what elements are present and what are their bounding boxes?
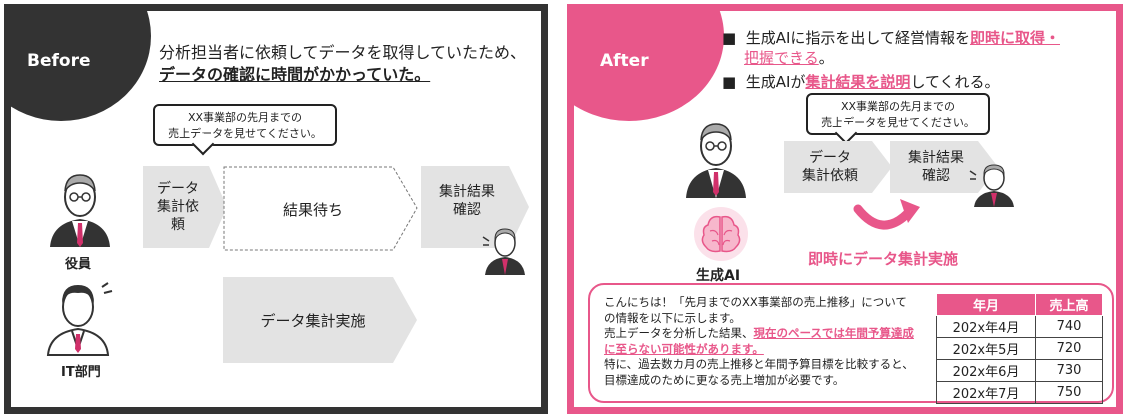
after-step-confirm: 集計結果 確認 xyxy=(890,141,982,193)
businessman-icon xyxy=(686,123,746,198)
response-p2-highlight: 現在のペースでは年間予算達成に至らない可能性があります。 xyxy=(604,326,914,356)
bubble-text-2: 売上データを見せてください。 xyxy=(168,127,322,140)
table-row: 202x年5月 720 xyxy=(936,337,1103,360)
cell-month: 202x年5月 xyxy=(936,337,1036,360)
after-step-request-line2: 集計依頼 xyxy=(802,168,858,184)
cell-sales: 720 xyxy=(1035,337,1103,360)
businessman-small-icon xyxy=(482,228,525,275)
bullet-mark-2: ■ xyxy=(722,73,737,91)
instant-label: 即時にデータ集計実施 xyxy=(808,250,959,268)
after-bullet-2: ■ 生成AIが集計結果を説明してくれる。 xyxy=(722,71,1000,92)
role-exec-label: 役員 xyxy=(65,257,92,272)
header-month: 年月 xyxy=(936,293,1036,316)
response-p1: こんにちは！「先月までのXX事業部の売上推移」について の情報を以下に示します。 xyxy=(604,295,907,325)
cell-sales: 730 xyxy=(1035,359,1103,382)
after-panel: After ■ 生成AIに指示を出して経営情報を即時に取得・ 把握できる。 ■ … xyxy=(567,4,1123,414)
step-request: データ 集計依 頼 xyxy=(143,166,213,248)
bullet1-text: 生成AIに指示を出して経営情報を xyxy=(745,29,970,47)
bullet1-highlight-2: 把握できる xyxy=(744,49,819,67)
bullet2-highlight: 集計結果を説明 xyxy=(805,73,911,91)
bullet1-highlight: 即時に取得・ xyxy=(969,29,1060,47)
table-row: 202x年4月 740 xyxy=(936,315,1103,338)
step-confirm-line1: 集計結果 xyxy=(439,184,495,200)
before-speech-bubble: XX事業部の先月までの 売上データを見せてください。 xyxy=(153,104,337,156)
response-p3: 特に、過去数カ月の売上推移と年間予算目標を比較すると、目標達成のために更なる売上… xyxy=(604,357,914,387)
role-it-label: IT部門 xyxy=(61,365,101,380)
cell-month: 202x年7月 xyxy=(936,381,1036,404)
step-wait: 結果待ち xyxy=(282,200,343,219)
cell-month: 202x年4月 xyxy=(936,315,1036,338)
after-speech-bubble: XX事業部の先月までの 売上データを見せてください。 xyxy=(806,93,990,145)
ai-response-card: こんにちは！「先月までのXX事業部の売上推移」について の情報を以下に示します。… xyxy=(588,283,1114,404)
ai-response-text: こんにちは！「先月までのXX事業部の売上推移」について の情報を以下に示します。… xyxy=(604,295,914,388)
step-request-line2: 集計依 xyxy=(157,199,199,215)
before-headline-2: データの確認に時間がかかっていた。 xyxy=(159,65,431,84)
brain-icon xyxy=(694,207,748,261)
ai-label: 生成AI xyxy=(696,268,741,284)
step-confirm-line2: 確認 xyxy=(453,202,481,218)
step-request-line3: 頼 xyxy=(171,217,185,233)
before-panel: Before 分析担当者に依頼してデータを取得していたため、 データの確認に時間… xyxy=(4,4,548,414)
table-row: 202x年6月 730 xyxy=(936,359,1103,382)
cell-month: 202x年6月 xyxy=(936,359,1036,382)
table-row: 202x年7月 750 xyxy=(936,381,1103,404)
cell-sales: 740 xyxy=(1035,315,1103,338)
businessman-small-icon xyxy=(969,164,1014,207)
after-step-request-line1: データ xyxy=(809,150,851,166)
businessman-icon xyxy=(50,174,110,247)
confirm-arrow-shape xyxy=(421,166,529,248)
cell-sales: 750 xyxy=(1035,381,1103,404)
request-arrow-shape xyxy=(143,166,227,248)
after-step-confirm-line1: 集計結果 xyxy=(908,150,964,166)
after-bubble-text-2: 売上データを見せてください。 xyxy=(821,116,975,129)
after-bubble-text-1: XX事業部の先月までの xyxy=(840,100,956,113)
after-step-request: データ 集計依頼 xyxy=(784,141,876,193)
bubble-text-1: XX事業部の先月までの xyxy=(187,111,303,124)
after-step-confirm-line2: 確認 xyxy=(922,168,950,184)
bullet2-text: 生成AIが xyxy=(745,73,806,91)
execute-arrow-shape xyxy=(223,277,417,363)
after-request-arrow-shape xyxy=(784,141,892,193)
before-headline-1: 分析担当者に依頼してデータを取得していたため、 xyxy=(159,43,527,62)
response-p2: 売上データを分析した結果、 xyxy=(604,326,754,340)
step-request-line1: データ xyxy=(157,181,199,197)
wait-arrow-shape xyxy=(223,166,418,251)
bullet-mark: ■ xyxy=(722,29,737,47)
before-label: Before xyxy=(27,51,91,71)
step-execute: データ集計実施 xyxy=(260,311,366,330)
curved-arrow-icon xyxy=(853,199,920,230)
it-worker-icon xyxy=(46,282,113,356)
bullet2-end: してくれる。 xyxy=(910,73,1000,91)
sales-table: 年月 売上高 202x年4月 740 202x年5月 720 202x年6月 7… xyxy=(936,293,1103,404)
step-confirm: 集計結果 確認 xyxy=(421,176,513,226)
sales-table-header: 年月 売上高 xyxy=(936,293,1103,316)
header-sales: 売上高 xyxy=(1035,293,1103,316)
after-label: After xyxy=(600,51,649,71)
after-bullet-1: ■ 生成AIに指示を出して経営情報を即時に取得・ 把握できる。 xyxy=(722,28,1112,68)
after-confirm-arrow-shape xyxy=(890,141,998,193)
bullet1-end: 。 xyxy=(818,49,834,67)
